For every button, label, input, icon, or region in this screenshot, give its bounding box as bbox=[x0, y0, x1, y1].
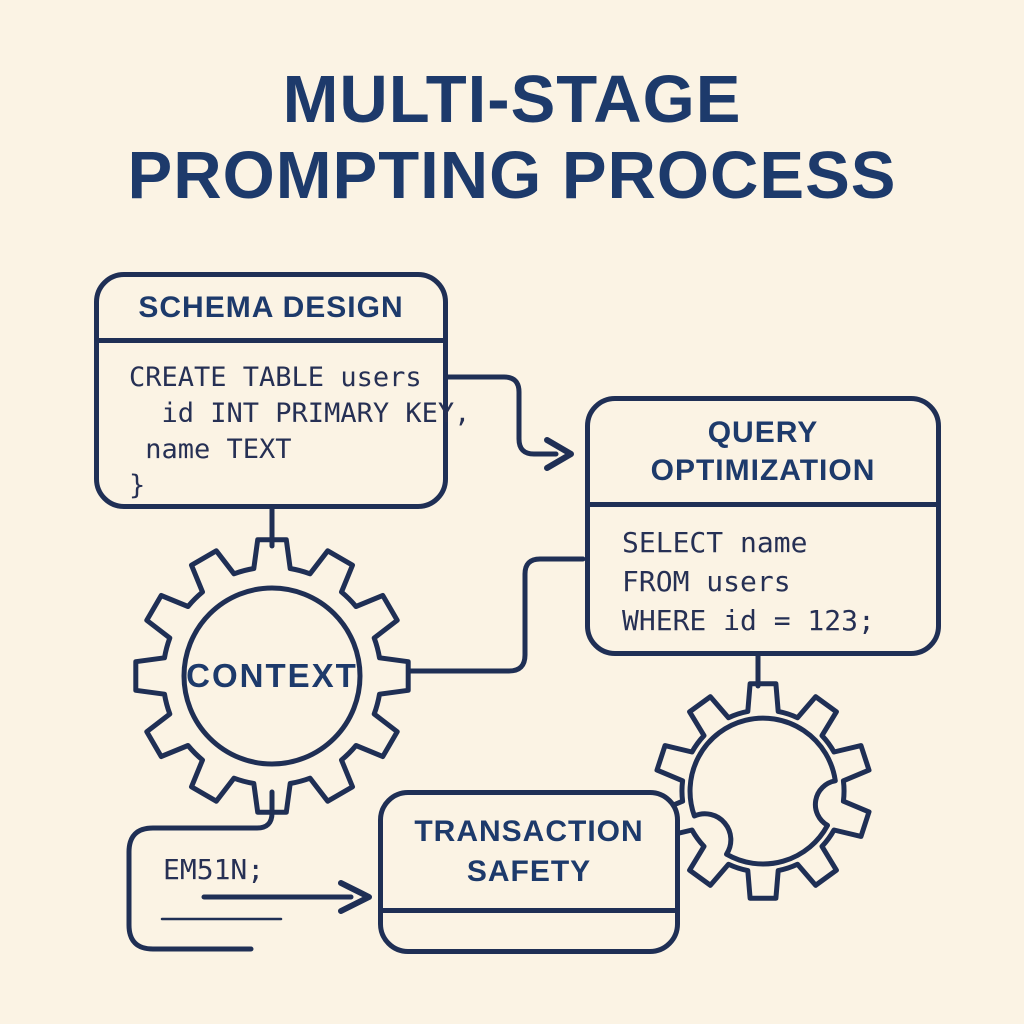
page-title: MULTI-STAGE PROMPTING PROCESS bbox=[0, 62, 1024, 214]
query-optimization-box: QUERY OPTIMIZATION SELECT name FROM user… bbox=[585, 396, 941, 656]
schema-design-header: SCHEMA DESIGN bbox=[99, 277, 443, 343]
gear-icon-small bbox=[654, 681, 872, 901]
schema-design-box: SCHEMA DESIGN CREATE TABLE users id INT … bbox=[94, 272, 471, 509]
context-label: CONTEXT bbox=[186, 657, 358, 694]
page-title-line1: MULTI-STAGE bbox=[282, 62, 742, 137]
page-title-line2: PROMPTING PROCESS bbox=[127, 138, 897, 213]
transaction-safety-header: TRANSACTION SAFETY bbox=[383, 795, 675, 913]
query-optimization-header: QUERY OPTIMIZATION bbox=[590, 401, 936, 507]
gear-context-hub bbox=[181, 585, 363, 767]
schema-design-code: CREATE TABLE users id INT PRIMARY KEY, n… bbox=[129, 362, 471, 501]
snippet-box bbox=[126, 789, 275, 952]
transaction-safety-box: TRANSACTION SAFETY bbox=[378, 790, 680, 954]
transaction-safety-title: TRANSACTION SAFETY bbox=[414, 814, 644, 888]
arrowhead-snippet-to-transaction bbox=[338, 880, 372, 914]
gear-small-hub bbox=[687, 715, 838, 867]
arrowhead-schema-to-query bbox=[544, 437, 574, 471]
schema-design-title: SCHEMA DESIGN bbox=[138, 290, 404, 324]
connector-schema-to-query bbox=[445, 374, 559, 457]
connector-gear-to-query bbox=[407, 556, 586, 674]
query-optimization-code: SELECT name FROM users WHERE id = 123; bbox=[622, 526, 875, 637]
snippet-code: EM51N; bbox=[163, 853, 265, 886]
query-optimization-title: QUERY OPTIMIZATION bbox=[650, 415, 876, 487]
gear-icon-context bbox=[133, 537, 411, 815]
